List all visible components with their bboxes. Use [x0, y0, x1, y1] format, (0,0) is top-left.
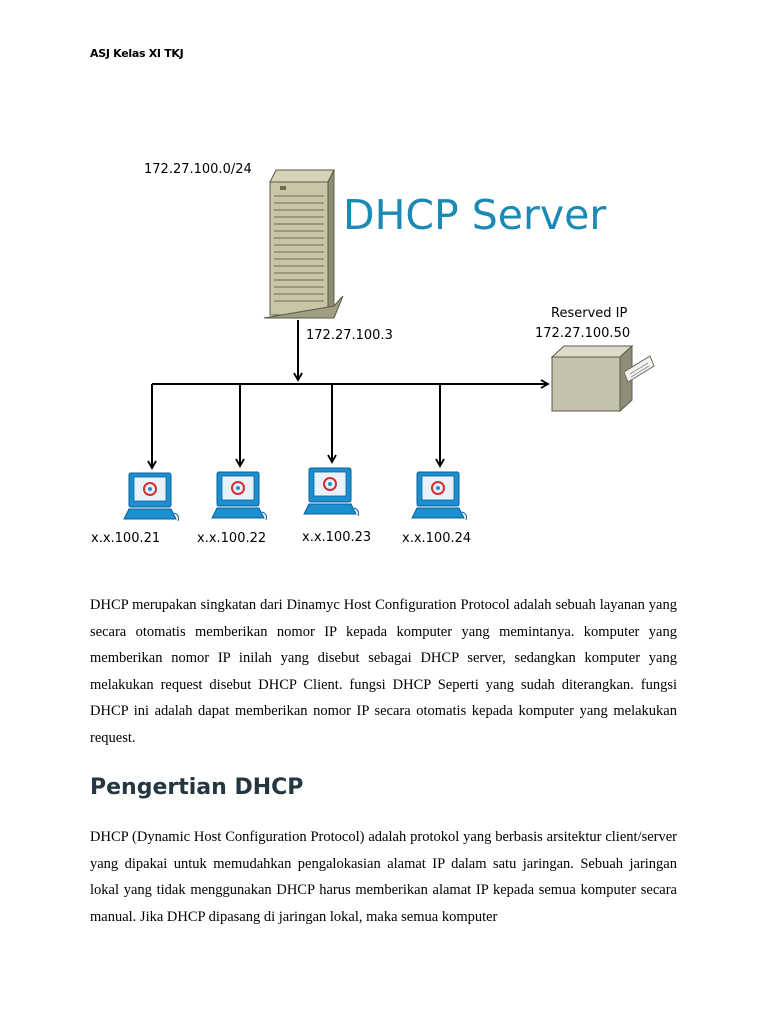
- network-label: 172.27.100.0/24: [144, 162, 252, 177]
- client-ip-label: x.x.100.22: [197, 531, 266, 546]
- page-header: ASJ Kelas XI TKJ: [90, 47, 184, 60]
- client-computer-icon: [123, 472, 179, 522]
- client-computer-icon: [211, 471, 267, 521]
- client-ip-label: x.x.100.23: [302, 530, 371, 545]
- section-paragraph: DHCP (Dynamic Host Configuration Protoco…: [90, 829, 677, 925]
- printer-icon: [550, 344, 655, 413]
- client-computer-icon: [303, 467, 359, 517]
- client-ip-label: x.x.100.24: [402, 531, 471, 546]
- reserved-ip-address: 172.27.100.50: [535, 326, 630, 341]
- section-heading: Pengertian DHCP: [90, 775, 304, 800]
- intro-paragraph: DHCP merupakan singkatan dari Dinamyc Ho…: [90, 597, 677, 746]
- server-icon: [263, 169, 344, 319]
- client-ip-label: x.x.100.21: [91, 531, 160, 546]
- client-computer-icon: [411, 471, 467, 521]
- reserved-ip-title: Reserved IP: [551, 306, 627, 321]
- diagram-title: DHCP Server: [343, 191, 606, 239]
- server-ip-label: 172.27.100.3: [306, 328, 393, 343]
- dhcp-network-diagram: 172.27.100.0/24 DHCP Server: [91, 162, 655, 546]
- client-links: [147, 384, 445, 470]
